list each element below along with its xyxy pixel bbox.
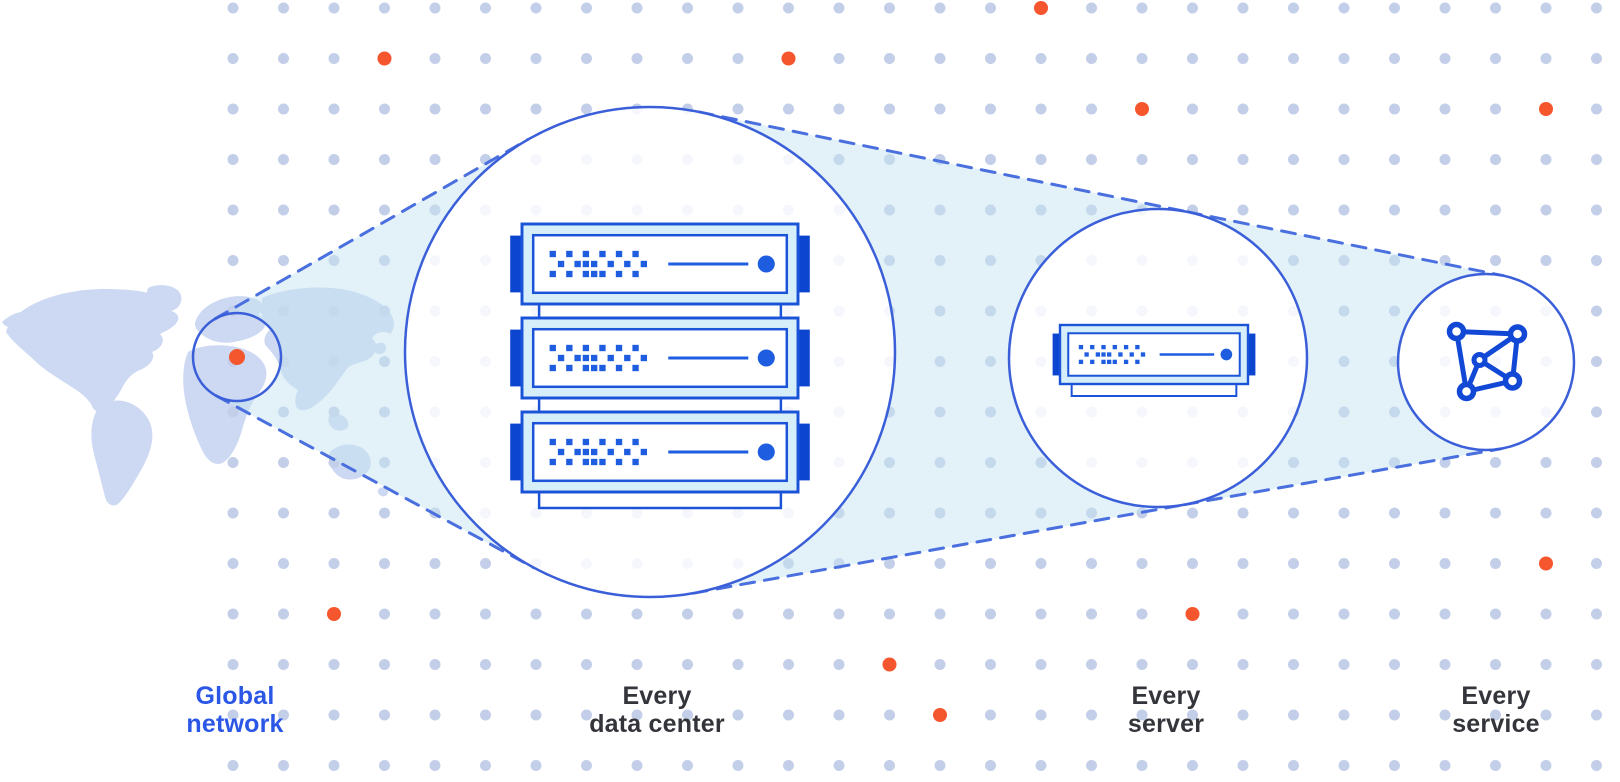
label-line: server bbox=[1127, 710, 1205, 738]
label-line: network bbox=[186, 710, 284, 738]
network-mesh-icon bbox=[1446, 321, 1528, 402]
server-illustrations bbox=[510, 222, 1256, 510]
label-every-service: Every service bbox=[1452, 682, 1540, 738]
label-every-server: Every server bbox=[1128, 682, 1204, 738]
label-line: data center bbox=[589, 710, 725, 738]
zoom-beam-fills bbox=[215, 112, 1504, 594]
label-line: Every bbox=[622, 682, 692, 710]
label-every-data-center: Every data center bbox=[589, 682, 725, 738]
label-line: Every bbox=[1461, 682, 1531, 710]
map-focus-circle bbox=[191, 311, 283, 403]
label-global-network: Global network bbox=[186, 682, 283, 738]
zoom-beam-dashed-lines bbox=[213, 110, 1505, 595]
label-line: Every bbox=[1131, 682, 1201, 710]
label-line: Global bbox=[195, 682, 275, 710]
label-line: service bbox=[1452, 710, 1540, 738]
